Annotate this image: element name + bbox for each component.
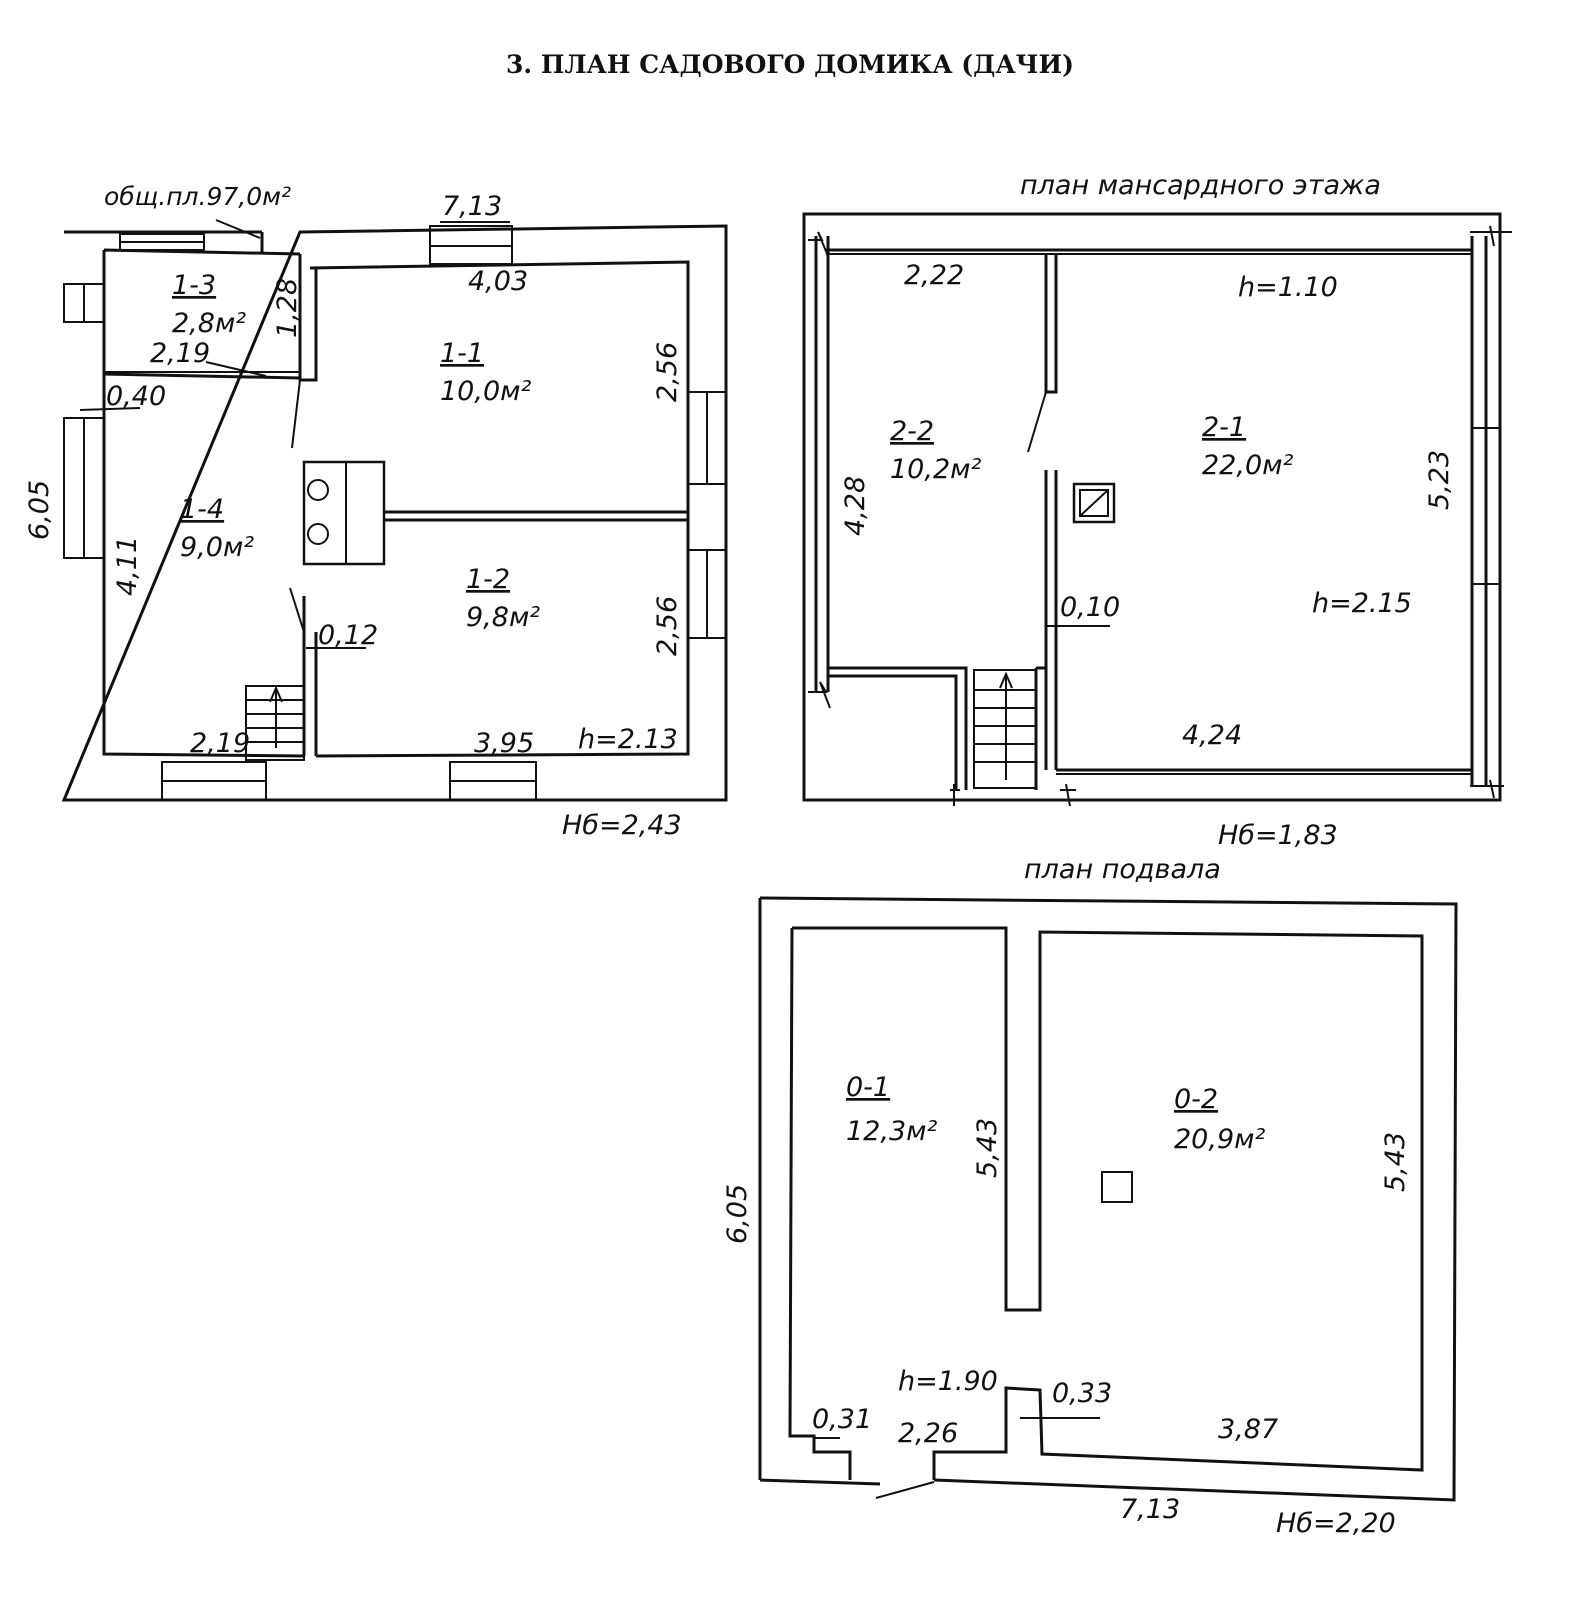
dimension-label: 0,31 bbox=[812, 1404, 872, 1435]
room-area-label: 9,8м² bbox=[466, 602, 540, 633]
dimension-label: 2,22 bbox=[904, 260, 964, 291]
room-area-label: 12,3м² bbox=[846, 1116, 937, 1147]
room-height-label: h=2.13 bbox=[578, 724, 678, 755]
room-area-label: 10,0м² bbox=[440, 376, 531, 407]
staircase bbox=[973, 669, 1037, 789]
room-area-label: 20,9м² bbox=[1174, 1124, 1265, 1155]
partition-wall bbox=[103, 372, 301, 380]
room-area-label: 10,2м² bbox=[890, 454, 981, 485]
room-id-label: 1-1 bbox=[440, 338, 484, 369]
total-area-label: общ.пл.97,0м² bbox=[104, 182, 291, 211]
partition-wall bbox=[1044, 254, 1058, 770]
basement-inner-wall bbox=[788, 926, 1424, 1480]
attic-outer-wall bbox=[802, 212, 1502, 802]
dimension-label: 0,33 bbox=[1052, 1378, 1112, 1409]
dimension-label: 2,19 bbox=[150, 338, 210, 369]
dimension-label: 5,23 bbox=[1424, 450, 1455, 510]
stove bbox=[302, 460, 386, 566]
attic-plan-title: план мансардного этажа bbox=[1020, 170, 1381, 201]
dimension-label: 2,56 bbox=[652, 596, 683, 656]
room-id-label: 0-1 bbox=[846, 1072, 890, 1103]
door bbox=[1027, 391, 1047, 453]
door bbox=[291, 379, 301, 449]
stove-burner-icon bbox=[307, 523, 329, 545]
ground-outer-wall bbox=[61, 224, 728, 802]
room-id-label: 0-2 bbox=[1174, 1084, 1218, 1115]
room-id-label: 2-1 bbox=[1202, 412, 1246, 443]
stove-burner-icon bbox=[307, 479, 329, 501]
dimension-label: 0,12 bbox=[318, 620, 378, 651]
dimension-label: 4,11 bbox=[112, 536, 143, 596]
basement-plan-title: план подвала bbox=[1024, 854, 1221, 885]
room-id-label: 1-2 bbox=[466, 564, 510, 595]
dimension-label: 3,95 bbox=[474, 728, 534, 759]
dimension-label: 2,26 bbox=[898, 1418, 958, 1449]
dimension-label: 4,24 bbox=[1182, 720, 1242, 751]
document-title: 3. ПЛАН САДОВОГО ДОМИКА (ДАЧИ) bbox=[506, 50, 1074, 79]
dimension-label: 5,43 bbox=[972, 1118, 1003, 1178]
attic-floor-plan: план мансардного этажа bbox=[802, 170, 1512, 851]
ventilation-shaft bbox=[1101, 1171, 1133, 1203]
ground-floor-plan: общ.пл.97,0м² 7,13 4,03 1-1 1-3 2,8м² 1-… bbox=[24, 182, 728, 841]
room-id-label: 1-4 bbox=[180, 494, 224, 525]
dimension-label: 4,28 bbox=[840, 476, 871, 536]
dimension-label: 4,03 bbox=[468, 266, 528, 297]
dimension-label: 7,13 bbox=[442, 191, 502, 222]
room-area-label: 22,0м² bbox=[1202, 450, 1293, 481]
dimension-label: 2,56 bbox=[652, 342, 683, 402]
dimension-label: 0,10 bbox=[1060, 592, 1120, 623]
basement-plan: план подвала 0-1 12,3м² 0-2 20,9м² h=1.9… bbox=[722, 854, 1458, 1539]
dimension-label: 1,28 bbox=[272, 278, 303, 338]
room-height-label: h=1.10 bbox=[1238, 272, 1338, 303]
dimension-label: 5,43 bbox=[1380, 1132, 1411, 1192]
room-area-label: 9,0м² bbox=[180, 532, 254, 563]
dimension-label: 2,19 bbox=[190, 728, 250, 759]
door bbox=[289, 587, 305, 633]
dimension-label: 7,13 bbox=[1120, 1494, 1180, 1525]
room-area-label: 2,8м² bbox=[172, 308, 246, 339]
dimension-label: 6,05 bbox=[24, 480, 55, 540]
building-height-label: Hб=2,20 bbox=[1276, 1508, 1396, 1539]
building-height-label: Hб=1,83 bbox=[1218, 820, 1338, 851]
room-id-label: 2-2 bbox=[890, 416, 934, 447]
dimension-label: 0,40 bbox=[106, 381, 166, 412]
room-height-label: h=1.90 bbox=[898, 1366, 998, 1397]
dimension-label: 3,87 bbox=[1218, 1414, 1278, 1445]
room-height-label: h=2.15 bbox=[1312, 588, 1412, 619]
building-height-label: Hб=2,43 bbox=[562, 810, 682, 841]
dimension-label: 6,05 bbox=[722, 1184, 753, 1244]
staircase bbox=[245, 685, 305, 761]
room-id-label: 1-3 bbox=[172, 270, 216, 301]
